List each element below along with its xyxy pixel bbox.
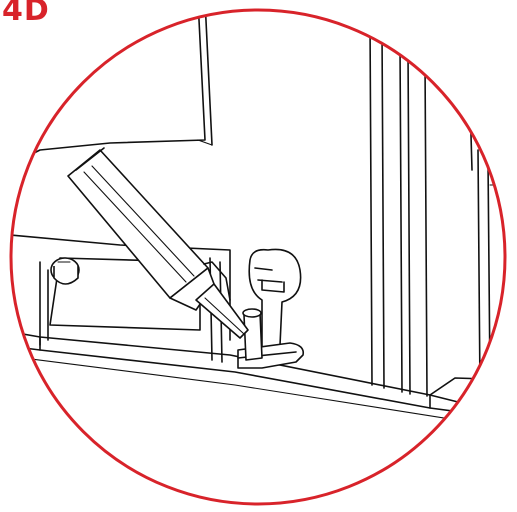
detail-drawing <box>11 10 505 431</box>
bolt <box>50 257 80 285</box>
step-label: 4D <box>2 0 50 28</box>
hinge-tab <box>248 248 302 349</box>
pivot-pin <box>237 308 305 369</box>
magnifier-ring <box>9 8 507 506</box>
sealant-tube <box>67 147 249 339</box>
frame-profiles <box>369 19 505 397</box>
